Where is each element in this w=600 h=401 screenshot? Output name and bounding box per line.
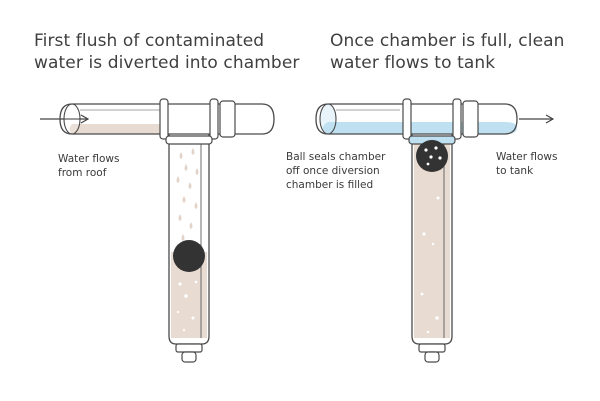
- droplet: [189, 222, 193, 229]
- title-chamber-full: Once chamber is full, clean water flows …: [330, 30, 565, 74]
- ball-dot: [438, 156, 442, 160]
- droplet: [191, 148, 195, 155]
- chamber-drain-valve-right: [424, 351, 440, 363]
- right-diverter: [315, 98, 555, 363]
- ball-dot: [424, 148, 428, 152]
- ball-highlights-right: [424, 146, 442, 166]
- particle: [194, 280, 198, 284]
- label-water-flows-to-tank: Water flows to tank: [496, 150, 557, 178]
- droplet: [184, 164, 188, 171]
- particle: [435, 316, 439, 320]
- particle: [178, 282, 182, 286]
- label-ball-seals-line-1: Ball seals chamber: [286, 151, 386, 163]
- tee-collar-right-a: [402, 98, 412, 140]
- title-first-flush: First flush of contaminated water is div…: [34, 30, 299, 74]
- label-from-roof-line-2: from roof: [58, 167, 107, 179]
- chamber-drain-valve-left: [181, 351, 197, 363]
- particle: [184, 294, 188, 298]
- particle: [182, 328, 186, 332]
- label-to-tank-line-2: to tank: [496, 165, 534, 177]
- particle: [422, 232, 426, 236]
- droplet: [179, 152, 183, 159]
- particle: [426, 330, 430, 334]
- label-water-flows-from-roof: Water flows from roof: [58, 152, 119, 180]
- tee-collar-right-c: [462, 100, 479, 138]
- title-first-flush-line-1: First flush of contaminated: [34, 31, 265, 51]
- left-diverter: [40, 98, 275, 363]
- tee-collar-right-b: [452, 98, 462, 140]
- title-first-flush-line-2: water is diverted into chamber: [34, 53, 300, 73]
- falling-droplets-left: [176, 148, 199, 241]
- droplet: [181, 234, 185, 241]
- ball-dot: [434, 146, 438, 150]
- chamber-cap-left: [175, 343, 203, 353]
- pipe-clean-water-right: [323, 122, 517, 134]
- label-ball-seals-chamber: Ball seals chamber off once diversion ch…: [286, 150, 385, 192]
- inlet-pipe-left: [59, 103, 275, 135]
- droplet: [188, 182, 192, 189]
- pipe-right: [315, 103, 518, 135]
- tee-collar-left-c: [219, 100, 236, 138]
- tee-collar-left-a: [159, 98, 169, 140]
- particle: [191, 316, 195, 320]
- label-ball-seals-line-2: off once diversion: [286, 165, 380, 177]
- tee-collar-left-d: [165, 135, 213, 145]
- droplet: [194, 202, 198, 209]
- label-to-tank-line-1: Water flows: [496, 151, 558, 163]
- particle: [431, 242, 435, 246]
- inlet-pipe-end-left: [63, 103, 81, 135]
- droplet: [182, 196, 186, 203]
- particle: [436, 196, 440, 200]
- ball-dot: [426, 162, 430, 166]
- label-from-roof-line-1: Water flows: [58, 153, 120, 165]
- tee-collar-left-b: [209, 98, 219, 140]
- title-chamber-full-line-1: Once chamber is full, clean: [330, 31, 565, 51]
- label-ball-seals-line-3: chamber is filled: [286, 179, 374, 191]
- droplet: [178, 214, 182, 221]
- droplet: [195, 168, 199, 175]
- particle: [420, 292, 424, 296]
- inlet-pipe-water-left: [69, 124, 165, 134]
- chamber-cap-right: [418, 343, 446, 353]
- pipe-end-right: [319, 103, 337, 135]
- ball-dot: [429, 155, 433, 159]
- particle: [176, 310, 180, 314]
- sediment-particles-left: [176, 280, 198, 332]
- droplet: [176, 176, 180, 183]
- float-ball-left: [173, 240, 205, 272]
- sediment-particles-right: [420, 196, 440, 334]
- title-chamber-full-line-2: water flows to tank: [330, 53, 496, 73]
